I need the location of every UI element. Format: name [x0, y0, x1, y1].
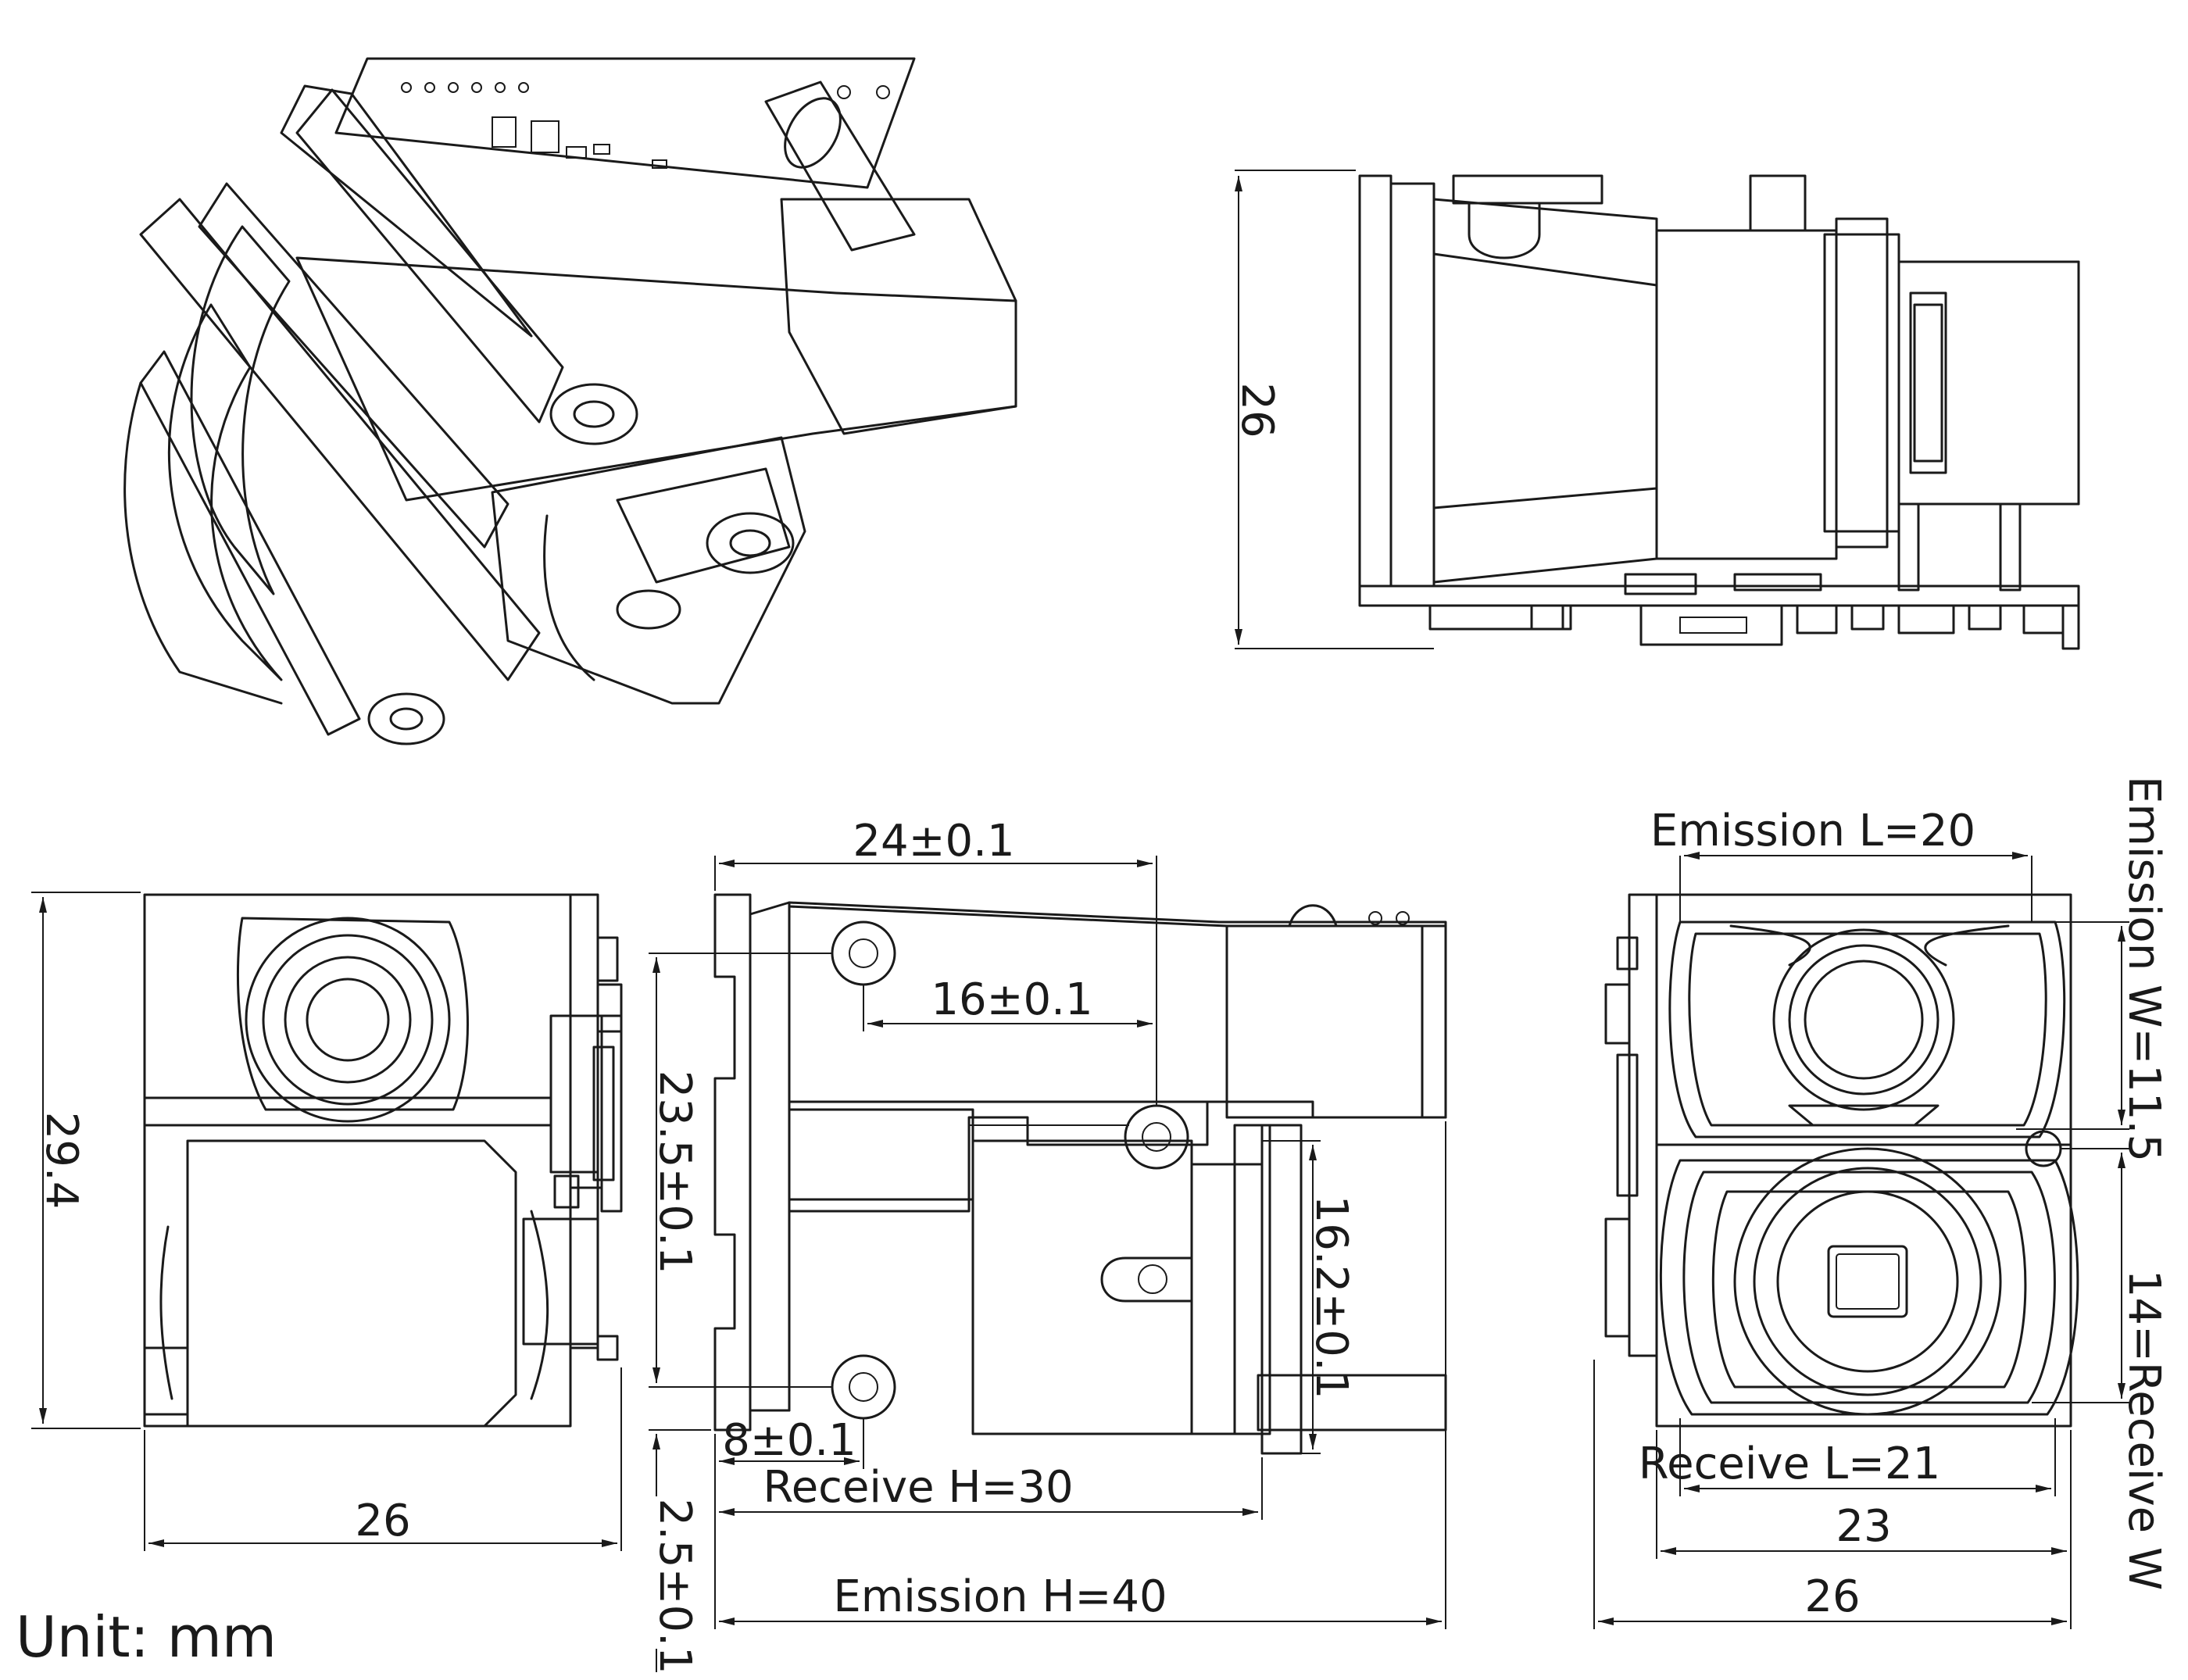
- center-bottom-small-label: 8±0.1: [722, 1415, 856, 1466]
- center-vertical-label: 23.5±0.1: [649, 1071, 700, 1274]
- front-view: 29.4 26: [31, 892, 623, 1551]
- side-height-label: 26: [1232, 382, 1282, 438]
- width-23-label: 23: [1836, 1501, 1891, 1552]
- receive-w-label: 14=Receive W: [2118, 1270, 2169, 1591]
- center-right-vertical-label: 16.2±0.1: [1306, 1196, 1357, 1399]
- emission-l-label: Emission L=20: [1650, 806, 1975, 856]
- center-inner-label: 16±0.1: [931, 974, 1092, 1025]
- center-receive-h-label: Receive H=30: [763, 1462, 1073, 1513]
- center-top-label: 24±0.1: [853, 816, 1014, 867]
- right-view: Emission L=20 Emission W=11.5 14=Receive…: [1593, 776, 2169, 1629]
- unit-label: Unit: mm: [16, 1604, 277, 1670]
- center-view: 24±0.1 16±0.1 23.5±0.1 16.2±0.1 8±0.1 Re…: [649, 816, 1447, 1675]
- receive-l-label: Receive L=21: [1639, 1439, 1940, 1489]
- front-height-label: 29.4: [36, 1112, 87, 1210]
- side-view: 26: [1232, 170, 2080, 650]
- center-offset-label: 2.5±0.1: [649, 1498, 700, 1674]
- emission-w-label: Emission W=11.5: [2118, 776, 2169, 1162]
- front-width-label: 26: [355, 1496, 410, 1546]
- isometric-view: [123, 57, 1017, 745]
- width-26-label: 26: [1804, 1571, 1860, 1622]
- pcb-pins: [401, 82, 890, 99]
- center-emission-h-label: Emission H=40: [833, 1571, 1167, 1622]
